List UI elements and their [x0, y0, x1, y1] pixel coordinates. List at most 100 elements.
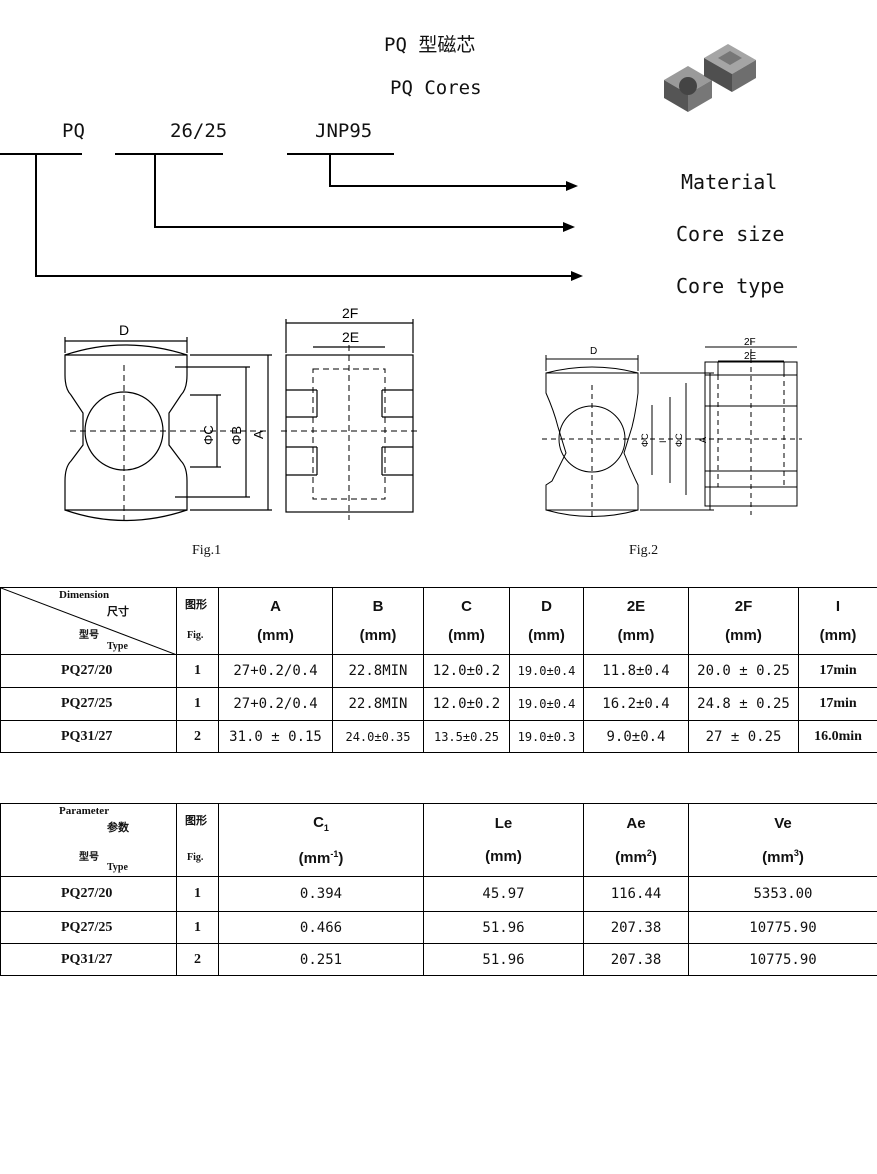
cell-ve: 10775.90	[688, 943, 877, 976]
cell-i: 16.0min	[798, 720, 877, 753]
cell-2e: 11.8±0.4	[583, 654, 689, 688]
cell-le: 51.96	[423, 943, 584, 976]
corner-dimension-label: Dimension	[59, 589, 110, 601]
cell-b: 22.8MIN	[332, 654, 424, 688]
core-3d-image	[664, 44, 756, 112]
row-fig: 1	[176, 687, 219, 721]
cell-le: 51.96	[423, 911, 584, 944]
fig-header-cn: 图形	[185, 598, 207, 611]
table-row: PQ27/20 1 27+0.2/0.4 22.8MIN 12.0±0.2 19…	[0, 654, 877, 688]
cell-a: 27+0.2/0.4	[218, 654, 333, 688]
column-header-ae: Ae(mm2)	[583, 803, 689, 877]
figure-2-drawing: D 2F 2E ΦC I ΦC A	[542, 337, 802, 520]
corner-parameter-label: Parameter	[59, 805, 110, 817]
column-header-2f: 2F(mm)	[688, 587, 799, 655]
fig1-label-2e: 2E	[342, 329, 359, 345]
row-type: PQ31/27	[0, 943, 177, 976]
fig1-label-2f: 2F	[342, 305, 358, 321]
column-header-a: A(mm)	[218, 587, 333, 655]
cell-2f: 24.8 ± 0.25	[688, 687, 799, 721]
fig1-caption: Fig.1	[192, 543, 222, 558]
cell-ve: 5353.00	[688, 876, 877, 912]
fig2-label-2f: 2F	[744, 337, 756, 348]
column-header-c: C(mm)	[423, 587, 510, 655]
cell-d: 19.0±0.3	[509, 720, 584, 753]
designation-material: JNP95	[315, 120, 373, 142]
row-fig: 2	[176, 720, 219, 753]
row-type: PQ27/20	[0, 876, 177, 912]
column-header-2e: 2E(mm)	[583, 587, 689, 655]
corner-dimension-cn: 尺寸	[107, 605, 129, 618]
cell-c1: 0.251	[218, 943, 424, 976]
cell-b: 24.0±0.35	[332, 720, 424, 753]
table-row: PQ27/25 1 0.466 51.96 207.38 10775.90	[0, 911, 877, 944]
cell-c1: 0.394	[218, 876, 424, 912]
corner-type-label: Type	[107, 862, 128, 873]
corner-type-label: Type	[107, 641, 128, 652]
row-type: PQ27/25	[0, 687, 177, 721]
fig2-label-c: ΦC	[640, 433, 650, 447]
table-row: PQ27/20 1 0.394 45.97 116.44 5353.00	[0, 876, 877, 912]
fig1-label-a: A	[251, 430, 266, 439]
row-fig: 1	[176, 654, 219, 688]
cell-i: 17min	[798, 687, 877, 721]
cell-ae: 207.38	[583, 911, 689, 944]
legend-core-size: Core size	[676, 222, 785, 246]
corner-parameter-cn: 参数	[107, 821, 129, 834]
cell-c1: 0.466	[218, 911, 424, 944]
cell-2f: 20.0 ± 0.25	[688, 654, 799, 688]
legend-material: Material	[681, 170, 778, 194]
cell-i: 17min	[798, 654, 877, 688]
corner-type-cn: 型号	[79, 852, 99, 863]
fig-header-en: Fig.	[187, 852, 204, 863]
row-fig: 1	[176, 876, 219, 912]
column-header-b: B(mm)	[332, 587, 424, 655]
cell-ae: 116.44	[583, 876, 689, 912]
page-title-cn: PQ 型磁芯	[384, 34, 476, 56]
fig2-caption: Fig.2	[629, 543, 659, 558]
dimension-table: Dimension 尺寸 型号 Type 图形 Fig. A(mm) B(mm)…	[0, 587, 877, 753]
figure-1-drawing: D 2F 2E ΦC ΦB A	[64, 305, 417, 522]
cell-c: 12.0±0.2	[423, 654, 510, 688]
fig2-label-d: D	[590, 346, 597, 357]
fig2-label-i: I	[658, 440, 668, 443]
table-row: PQ27/25 1 27+0.2/0.4 22.8MIN 12.0±0.2 19…	[0, 687, 877, 721]
row-fig: 1	[176, 911, 219, 944]
cell-2e: 16.2±0.4	[583, 687, 689, 721]
dimension-corner-cell: Dimension 尺寸 型号 Type	[0, 587, 177, 655]
cell-d: 19.0±0.4	[509, 654, 584, 688]
row-type: PQ31/27	[0, 720, 177, 753]
row-type: PQ27/25	[0, 911, 177, 944]
cell-le: 45.97	[423, 876, 584, 912]
parameter-table: Parameter 参数 型号 Type 图形 Fig. C1(mm-1) Le…	[0, 803, 877, 976]
legend-core-type: Core type	[676, 274, 785, 298]
fig2-label-2e: 2E	[744, 351, 757, 362]
row-fig: 2	[176, 943, 219, 976]
cell-a: 27+0.2/0.4	[218, 687, 333, 721]
designation-size: 26/25	[170, 120, 228, 142]
cell-d: 19.0±0.4	[509, 687, 584, 721]
column-header-ve: Ve(mm3)	[688, 803, 877, 877]
column-header-le: Le(mm)	[423, 803, 584, 877]
cell-a: 31.0 ± 0.15	[218, 720, 333, 753]
corner-type-cn: 型号	[79, 630, 99, 641]
cell-2e: 9.0±0.4	[583, 720, 689, 753]
fig2-label-b: ΦC	[674, 433, 684, 447]
fig2-label-a: A	[698, 437, 708, 443]
cell-c: 13.5±0.25	[423, 720, 510, 753]
cell-b: 22.8MIN	[332, 687, 424, 721]
parameter-corner-cell: Parameter 参数 型号 Type	[0, 803, 177, 877]
designation-type: PQ	[62, 120, 85, 142]
fig-header-cn: 图形	[185, 814, 207, 827]
column-header-d: D(mm)	[509, 587, 584, 655]
table-row: PQ31/27 2 31.0 ± 0.15 24.0±0.35 13.5±0.2…	[0, 720, 877, 753]
column-header-c1: C1(mm-1)	[218, 803, 424, 877]
column-header-i: I(mm)	[798, 587, 877, 655]
fig1-label-c: ΦC	[201, 425, 216, 445]
fig-header-en: Fig.	[187, 630, 204, 641]
page-title-en: PQ Cores	[390, 77, 482, 99]
fig1-label-d: D	[119, 322, 129, 338]
designation-arrows	[0, 153, 583, 281]
fig-header-cell: 图形 Fig.	[176, 587, 219, 655]
fig1-label-b: ΦB	[229, 426, 244, 445]
